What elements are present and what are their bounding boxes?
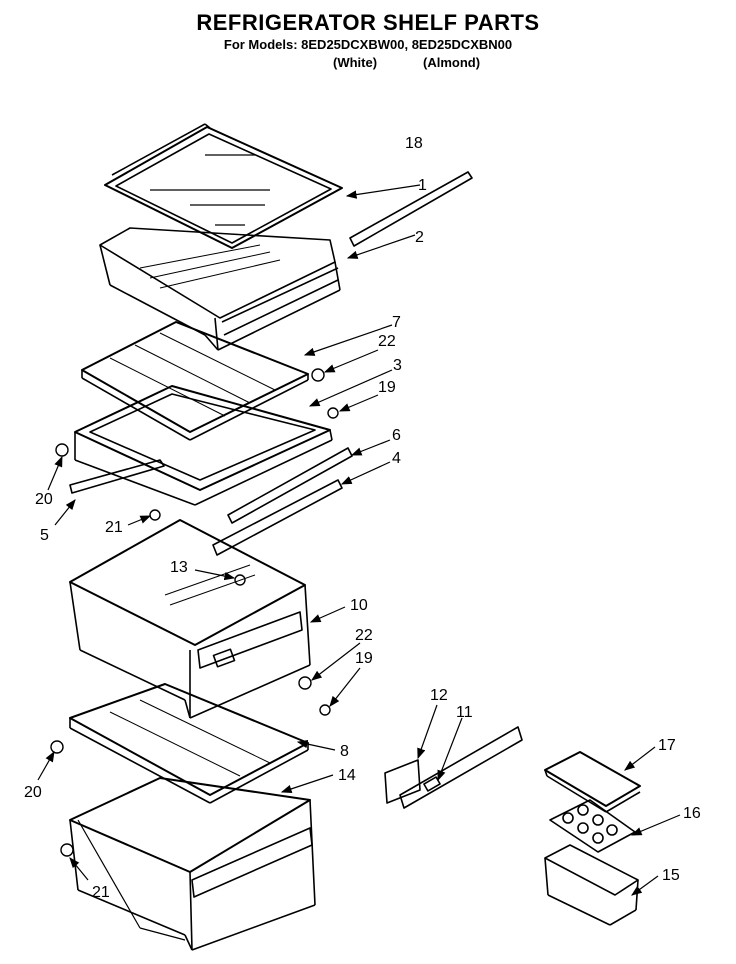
rail-part-5 — [69, 459, 165, 494]
callout-20b: 20 — [24, 784, 42, 801]
rail-part-4 — [212, 479, 343, 556]
wire-shelf-part-8 — [69, 683, 309, 804]
rail-part-6 — [227, 447, 353, 524]
crisper-drawer-part-10 — [69, 519, 311, 719]
callout-22b: 22 — [355, 627, 373, 644]
wire-shelf-part-7 — [81, 321, 309, 441]
callout-20a: 20 — [35, 491, 53, 508]
callout-1: 1 — [418, 177, 427, 194]
callout-8: 8 — [340, 743, 349, 760]
callout-22a: 22 — [378, 333, 396, 350]
callout-16: 16 — [683, 805, 701, 822]
callout-10: 10 — [350, 597, 368, 614]
bracket-part-12 — [384, 759, 421, 804]
callout-3: 3 — [393, 357, 402, 374]
white-label: (White) — [333, 55, 378, 70]
bin-part-15 — [544, 844, 639, 926]
glass-shelf-part-1 — [104, 123, 343, 249]
callout-5: 5 — [40, 527, 49, 544]
callout-18: 18 — [405, 135, 423, 152]
trim-strip-part-18 — [349, 171, 473, 247]
fasteners — [50, 368, 339, 857]
callout-2: 2 — [415, 229, 424, 246]
callout-13: 13 — [170, 559, 188, 576]
callout-11: 11 — [456, 704, 473, 721]
page-title: REFRIGERATOR SHELF PARTS — [196, 10, 540, 35]
egg-tray-part-16 — [549, 799, 636, 853]
callout-19b: 19 — [355, 650, 373, 667]
callout-6: 6 — [392, 427, 401, 444]
callout-15: 15 — [662, 867, 680, 884]
callout-19a: 19 — [378, 379, 396, 396]
callout-numbers: 18 1 2 7 22 3 19 6 4 20 5 21 13 10 22 19… — [24, 135, 701, 901]
callout-4: 4 — [392, 450, 401, 467]
lower-drawer-part-14 — [69, 777, 316, 951]
meat-pan-part-2 — [99, 227, 341, 351]
shelf-frame-part-3 — [74, 385, 333, 506]
callout-17: 17 — [658, 737, 676, 754]
leader-lines — [37, 184, 681, 941]
almond-label: (Almond) — [423, 55, 481, 70]
callout-12: 12 — [430, 687, 448, 704]
models-line: For Models: 8ED25DCXBW00, 8ED25DCXBN00 — [223, 37, 513, 52]
butter-lid-part-17 — [544, 751, 641, 813]
callout-7: 7 — [392, 314, 401, 331]
callout-21b: 21 — [92, 884, 110, 901]
callout-14: 14 — [338, 767, 356, 784]
callout-21a: 21 — [105, 519, 123, 536]
